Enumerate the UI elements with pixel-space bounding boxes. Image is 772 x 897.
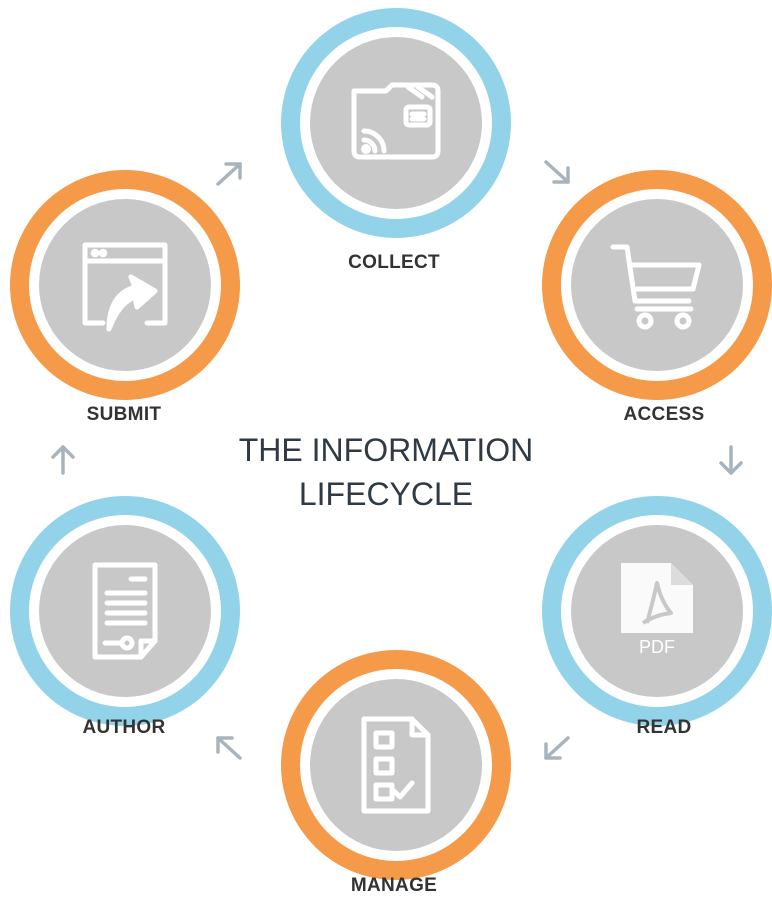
- access-stage: [542, 170, 772, 400]
- arrow-down-right-icon: [544, 160, 570, 184]
- signed-document-icon: [92, 562, 158, 660]
- title-line-1: THE INFORMATION: [238, 432, 534, 468]
- author-stage: [10, 496, 240, 726]
- shopping-cart-icon: [610, 244, 702, 330]
- diagram-title: THE INFORMATION LIFECYCLE: [186, 428, 586, 516]
- read-stage: PDF: [542, 496, 772, 726]
- author-label: AUTHOR: [82, 717, 166, 738]
- manage-stage: [281, 650, 511, 880]
- submit-stage: [10, 170, 240, 400]
- pdf-document-icon: PDF: [621, 563, 693, 659]
- arrow-up-icon: [51, 445, 75, 475]
- arrow-down-icon: [719, 445, 743, 475]
- read-label: READ: [636, 717, 692, 738]
- upload-window-icon: [82, 242, 168, 332]
- manage-label: MANAGE: [350, 875, 438, 896]
- submit-label: SUBMIT: [86, 404, 162, 425]
- collect-label: COLLECT: [348, 252, 440, 273]
- arrow-up-right-icon: [216, 162, 242, 186]
- arrow-up-left-icon: [216, 736, 242, 760]
- pdf-label: PDF: [639, 637, 675, 657]
- access-label: ACCESS: [623, 404, 705, 425]
- title-line-2: LIFECYCLE: [298, 476, 474, 512]
- checklist-icon: [361, 716, 431, 814]
- arrow-down-left-icon: [544, 736, 570, 760]
- rss-folder-icon: [351, 82, 441, 160]
- collect-stage: [281, 8, 511, 238]
